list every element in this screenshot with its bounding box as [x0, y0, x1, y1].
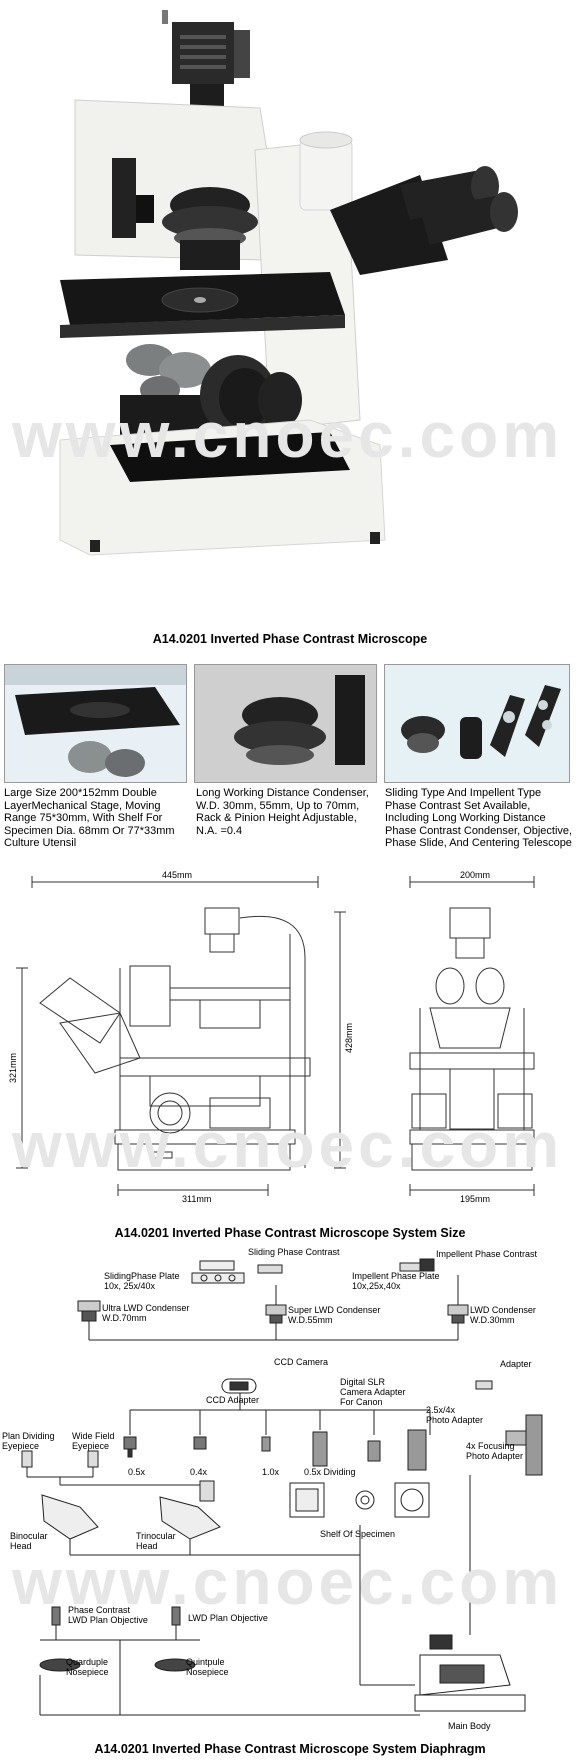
label-ccd-camera: CCD Camera — [274, 1357, 329, 1367]
label-binocular-head: Binocular Head — [10, 1531, 48, 1551]
dim-side-top: 200mm — [460, 870, 491, 880]
microscope-illustration — [59, 10, 518, 556]
dim-side-bottom: 195mm — [460, 1194, 491, 1204]
feature-text-phase-set: Sliding Type And Impellent Type Phase Co… — [385, 787, 573, 849]
system-diaphragm: Sliding Phase Contrast Impellent Phase C… — [0, 1245, 580, 1735]
label-plan-dividing-eyepiece: Plan Dividing Eyepiece — [2, 1431, 55, 1451]
dimension-drawing-svg — [16, 876, 535, 1196]
phase-contrast-set-photo — [384, 664, 570, 783]
label-wide-field-eyepiece: Wide Field Eyepiece — [72, 1431, 115, 1451]
label-trinocular-head: Trinocular Head — [136, 1531, 176, 1551]
main-microscope-photo: www.cnoec.com — [0, 0, 580, 620]
label-main-body: Main Body — [448, 1721, 491, 1731]
label-phase-contrast-lwd-plan-objective: Phase Contrast LWD Plan Objective — [68, 1605, 148, 1625]
label-quintpule-nosepiece: Quintpule Nosepiece — [186, 1657, 229, 1677]
dim-width-bottom: 311mm — [182, 1194, 212, 1204]
phase-set-illustration — [401, 685, 561, 759]
label-mag-04x: 0.4x — [190, 1467, 208, 1477]
label-mag-05x: 0.5x — [128, 1467, 146, 1477]
stage-illustration — [5, 665, 186, 777]
main-caption: A14.0201 Inverted Phase Contrast Microsc… — [152, 632, 428, 646]
label-shelf-of-specimen: Shelf Of Specimen — [320, 1529, 396, 1539]
label-impellent-phase-plate: Impellent Phase Plate 10x,25x,40x — [352, 1271, 440, 1291]
label-lwd-condenser: LWD Condenser W.D.30mm — [470, 1305, 536, 1325]
condenser-photo — [194, 664, 377, 783]
diagram-caption: A14.0201 Inverted Phase Contrast Microsc… — [94, 1742, 486, 1756]
dim-height-right: 428mm — [344, 1022, 355, 1054]
label-ultra-lwd-condenser: Ultra LWD Condenser W.D.70mm — [102, 1303, 190, 1323]
label-sliding-phase-plate: SlidingPhase Plate 10x, 25x/40x — [104, 1271, 180, 1291]
dim-width-top: 445mm — [162, 870, 193, 880]
label-super-lwd-condenser: Super LWD Condenser W.D.55mm — [288, 1305, 381, 1325]
condenser-illustration — [195, 665, 376, 782]
watermark-text: www.cnoec.com — [12, 1546, 564, 1618]
stage-photo — [4, 664, 187, 783]
label-sliding-phase-contrast: Sliding Phase Contrast — [248, 1247, 340, 1257]
feature-text-stage: Large Size 200*152mm Double LayerMechani… — [4, 787, 175, 849]
label-focusing-photo-adapter: 4x Focusing Photo Adapter — [466, 1441, 524, 1461]
dim-height-left: 321mm — [8, 1052, 19, 1084]
feature-text-condenser: Long Working Distance Condenser, W.D. 30… — [196, 787, 369, 837]
diaphragm-svg — [21, 1258, 543, 1716]
watermark-text: www.cnoec.com — [12, 1109, 564, 1181]
label-digital-slr: Digital SLR Camera Adapter For Canon — [340, 1377, 406, 1407]
label-impellent-phase-contrast: Impellent Phase Contrast — [436, 1249, 538, 1259]
label-lwd-plan-objective: LWD Plan Objective — [188, 1613, 268, 1623]
watermark-text: www.cnoec.com — [12, 399, 564, 471]
label-ccd-adapter: CCD Adapter — [206, 1395, 260, 1405]
system-size-drawing: 445mm 428mm 321mm 311mm 200mm 195mm www.… — [0, 868, 580, 1213]
label-quarduple-nosepiece: Quarduple Nosepiece — [66, 1657, 109, 1677]
label-mag-05x-dividing: 0.5x Dividing — [304, 1467, 356, 1477]
label-photo-adapter: 2.5x/4x Photo Adapter — [426, 1405, 484, 1425]
size-caption: A14.0201 Inverted Phase Contrast Microsc… — [114, 1226, 466, 1240]
label-adapter: Adapter — [500, 1359, 532, 1369]
label-mag-10x: 1.0x — [262, 1467, 280, 1477]
